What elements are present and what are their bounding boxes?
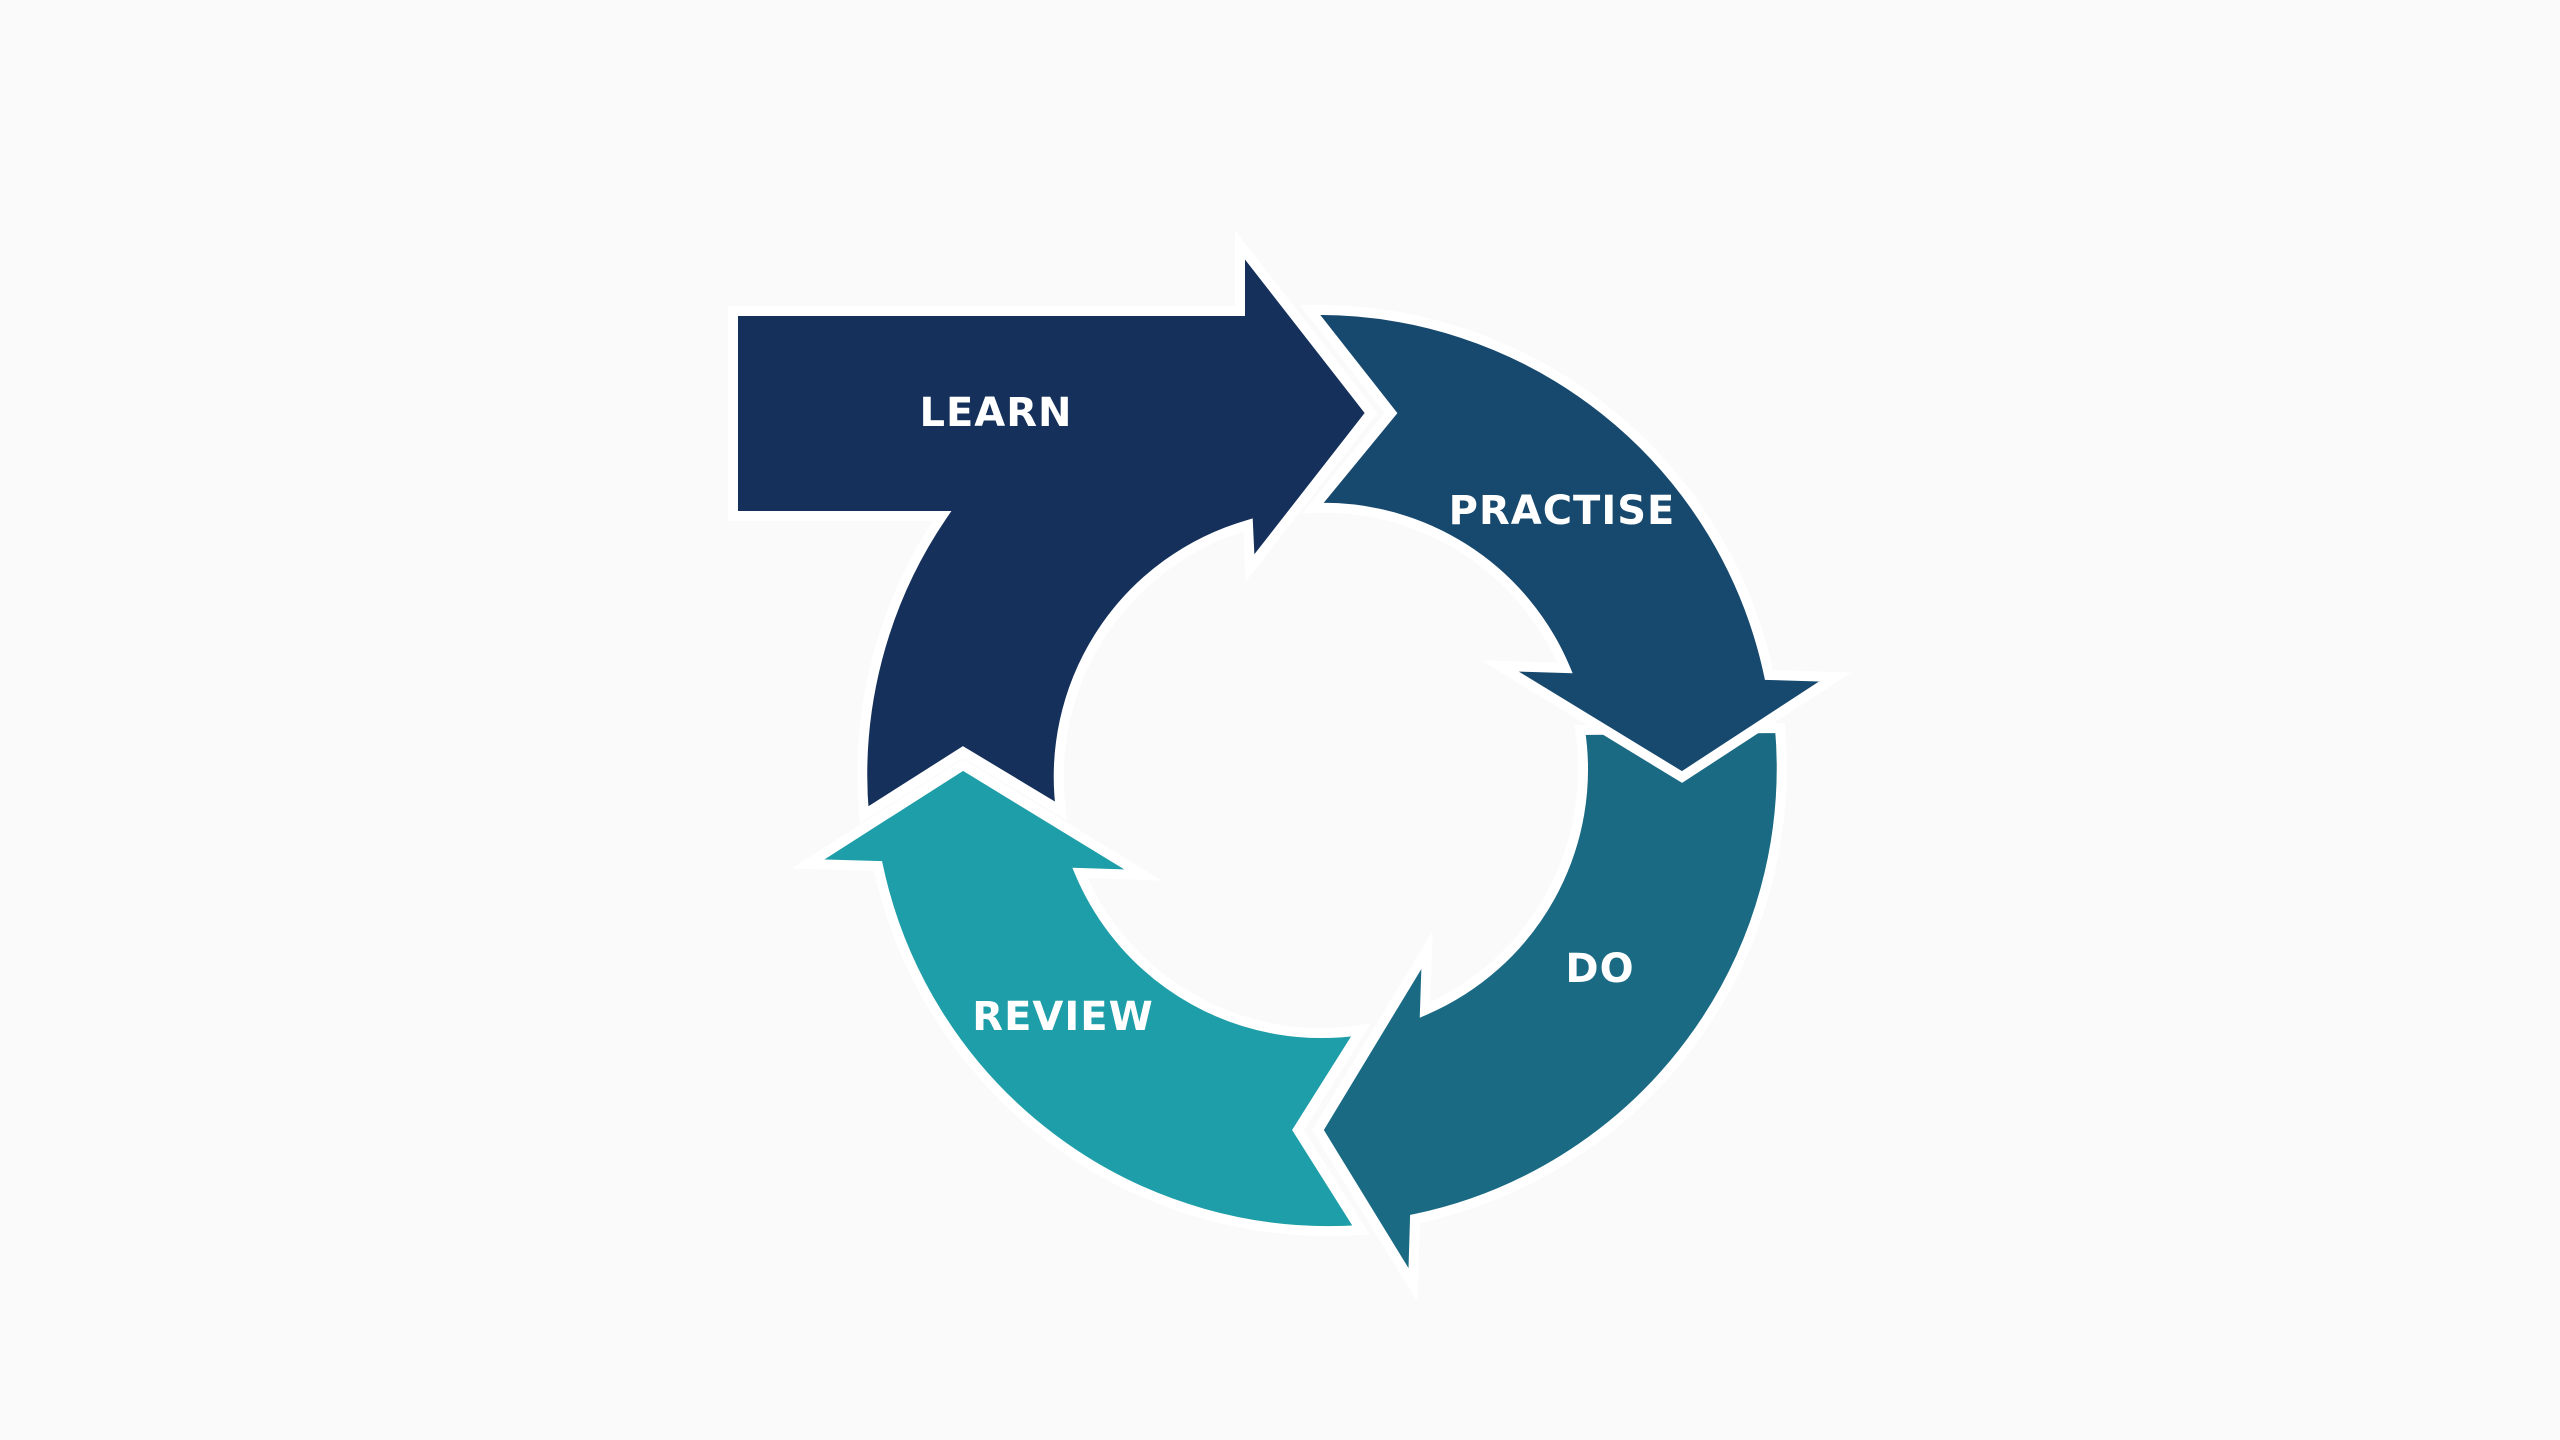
segment-learn[interactable] <box>728 230 1378 824</box>
segment-review[interactable] <box>791 759 1372 1237</box>
segment-practise[interactable] <box>1299 304 1852 783</box>
label-do: DO <box>1565 946 1634 992</box>
segment-do[interactable] <box>1312 722 1787 1302</box>
label-review: REVIEW <box>972 994 1153 1040</box>
label-practise: PRACTISE <box>1449 488 1676 534</box>
label-learn: LEARN <box>919 390 1072 436</box>
